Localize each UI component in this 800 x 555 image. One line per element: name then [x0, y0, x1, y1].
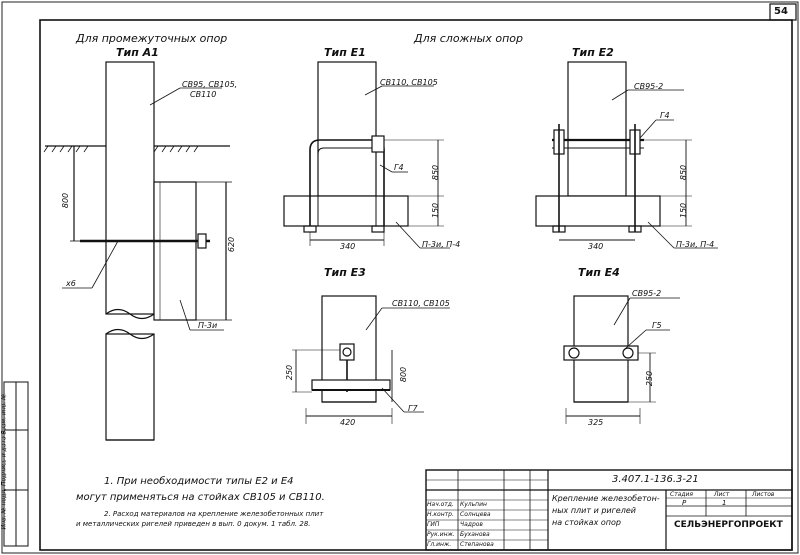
stage-value: Р	[682, 499, 687, 507]
type-e2-title: Тип Е2	[572, 46, 614, 59]
a1-p3u-label: П-3и	[198, 321, 218, 330]
e1-dim-340: 340	[340, 242, 356, 251]
e2-g4-label: Г4	[660, 111, 670, 120]
sheet-value: 1	[722, 499, 727, 507]
row-name-2: Солнцева	[460, 511, 491, 518]
e1-dim-150: 150	[431, 202, 441, 219]
e2-dim-340: 340	[588, 242, 604, 251]
header-intermediate-supports: Для промежуточных опор	[76, 32, 228, 45]
row-role-5: Гл.инж.	[427, 541, 452, 548]
row-role-1: Нач.отд.	[427, 501, 454, 508]
a1-pole-label: СВ95, СВ105,	[182, 80, 238, 89]
row-name-4: Буханова	[460, 531, 490, 538]
e2-plate-label: П-3и, П-4	[676, 240, 715, 249]
e1-plate-label: П-3и, П-4	[422, 240, 461, 249]
description-line-1: Крепление железобетон-	[552, 494, 660, 503]
title-block	[425, 469, 793, 551]
e3-dim-420: 420	[340, 418, 356, 427]
e2-pole-label: СВ95-2	[634, 82, 664, 91]
a1-dim-620: 620	[227, 236, 237, 253]
e1-g4-label: Г4	[394, 163, 404, 172]
a1-pole-label-2: СВ110	[190, 90, 217, 99]
type-e1-drawing	[283, 61, 450, 249]
type-e3-drawing	[292, 295, 450, 424]
organization-name: СЕЛЬЭНЕРГОПРОЕКТ	[674, 520, 783, 530]
row-name-1: Кульпин	[460, 501, 487, 508]
e4-pole-label: СВ95-2	[632, 289, 662, 298]
row-role-3: ГИП	[427, 521, 440, 528]
row-role-2: Н.контр.	[427, 511, 454, 518]
e3-pole-label: СВ110, СВ105	[392, 299, 450, 308]
page-number-box	[769, 3, 797, 21]
side-stamp-text: Инв. № подл. Подпись и дата Взам. инв. №	[0, 393, 8, 530]
e3-g7-label: Г7	[408, 404, 418, 413]
note-2-line-1: 2. Расход материалов на крепление железо…	[104, 510, 324, 518]
type-a1-drawing	[43, 61, 232, 441]
page-number: 54	[774, 6, 788, 17]
e3-dim-800: 800	[399, 366, 409, 383]
drawing-frame	[39, 19, 793, 551]
description-line-3: на стойках опор	[552, 518, 621, 527]
e4-dim-325: 325	[588, 418, 604, 427]
header-complex-supports: Для сложных опор	[414, 32, 523, 45]
row-name-5: Степанова	[460, 541, 494, 548]
type-e4-drawing	[563, 295, 680, 424]
type-e3-title: Тип Е3	[324, 266, 366, 279]
e4-g5-label: Г5	[652, 321, 662, 330]
e1-dim-850: 850	[431, 164, 441, 181]
e2-dim-150: 150	[679, 202, 689, 219]
type-e4-title: Тип Е4	[578, 266, 620, 279]
note-2-line-2: и металлических ригелей приведен в вып. …	[76, 520, 311, 528]
sheets-label: Листов	[752, 491, 775, 498]
a1-dim-800: 800	[61, 192, 71, 209]
row-name-3: Чадров	[460, 521, 483, 528]
type-e2-drawing	[535, 61, 718, 249]
type-a1-title: Тип А1	[116, 46, 159, 59]
e1-pole-label: СВ110, СВ105	[380, 78, 438, 87]
e2-dim-850: 850	[679, 164, 689, 181]
description-line-2: ных плит и ригелей	[552, 506, 636, 515]
stage-label: Стадия	[670, 491, 694, 498]
sheet-label: Лист	[714, 491, 730, 498]
note-1-line-1: 1. При необходимости типы Е2 и Е4	[104, 476, 294, 487]
row-role-4: Рук.инж.	[427, 531, 455, 538]
type-e1-title: Тип Е1	[324, 46, 366, 59]
e3-dim-250: 250	[285, 364, 295, 381]
document-code: 3.407.1-136.3-21	[612, 474, 699, 485]
a1-x6-label: х6	[66, 279, 76, 288]
note-1-line-2: могут применяться на стойках СВ105 и СВ1…	[76, 492, 325, 503]
side-stamp	[3, 381, 29, 547]
e4-dim-250: 250	[645, 370, 655, 387]
